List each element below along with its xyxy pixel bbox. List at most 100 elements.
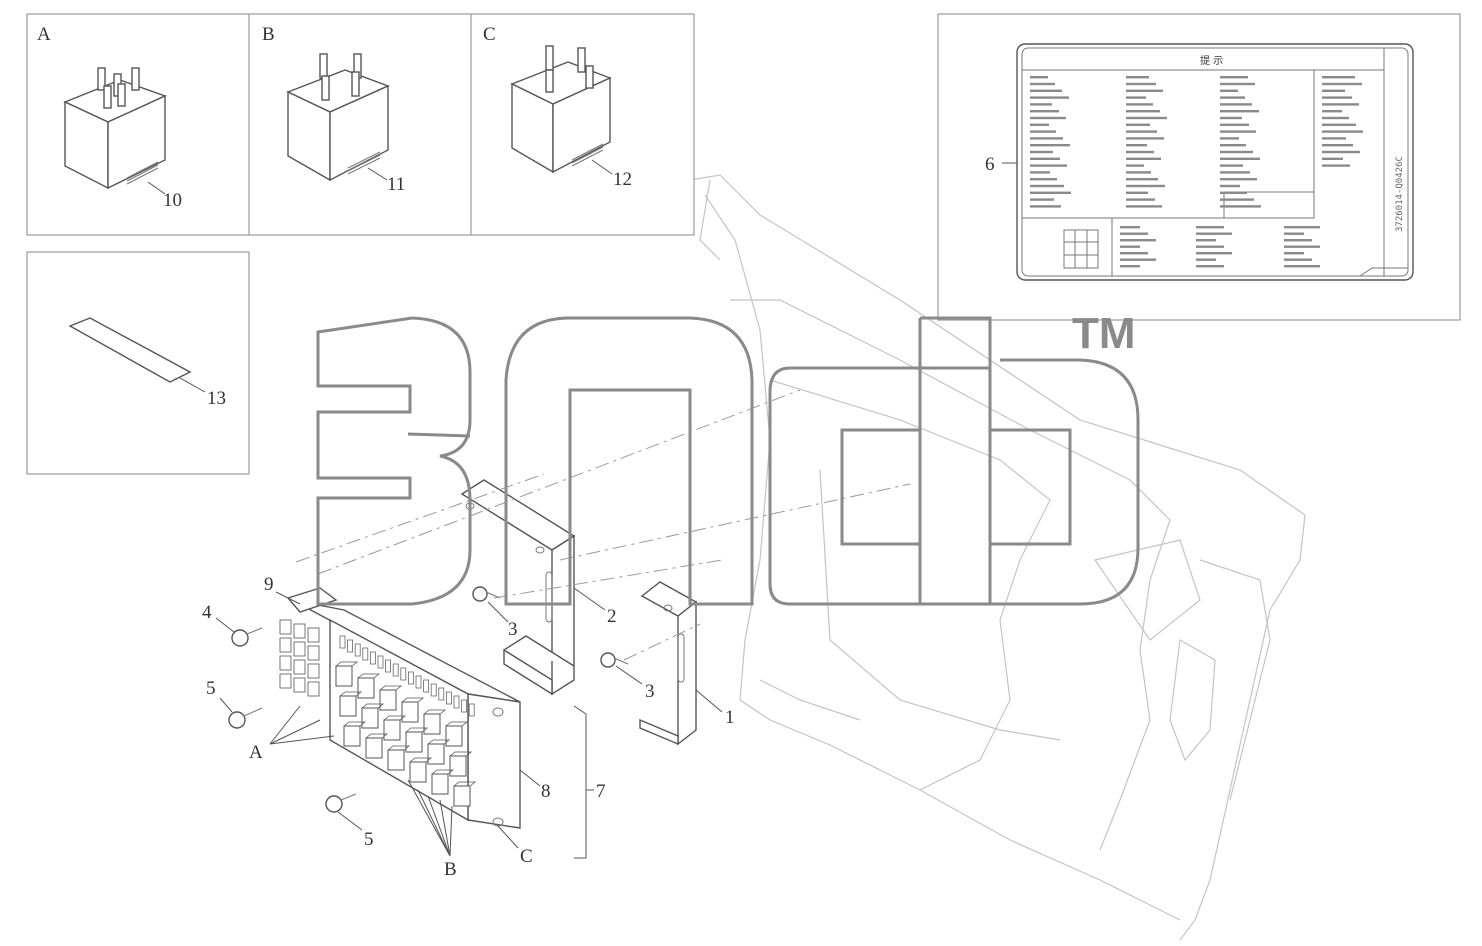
callout-letter-a: A [249,742,263,763]
relay-module [449,751,473,777]
fuse [362,647,369,661]
leader-3-upper [487,601,509,623]
label-card-row-mark [1220,171,1250,174]
fuse [468,703,475,717]
label-card-row-mark [1284,245,1320,248]
relay-socket [307,627,320,643]
relay-socket [279,673,292,689]
label-card-row-mark [1322,76,1355,79]
label-card-row-mark [1030,137,1063,140]
label-card-row-mark [1030,171,1050,174]
label-card-row-mark [1284,226,1320,229]
relay-a [63,67,167,190]
label-card-row-mark [1322,82,1362,86]
label-card-row-mark [1030,198,1054,201]
label-card-row-mark [1126,116,1167,120]
relay-socket [293,641,306,657]
label-card-row-mark [1030,191,1071,194]
fuse [407,671,414,685]
fuse [339,635,346,649]
relay-module [357,673,381,699]
label-card-row-mark [1220,123,1249,126]
fuse-grid [339,635,475,717]
leader-13 [179,377,206,393]
relay-module [423,709,447,735]
label-card-row-mark [1030,96,1069,99]
callout-3-upper: 3 [508,619,518,640]
relay-module [361,703,385,729]
label-card-row-mark [1284,239,1312,242]
label-card-row-mark [1220,191,1247,194]
relay-module [401,697,425,723]
relay-socket [279,637,292,653]
label-card-row-mark [1126,123,1150,126]
screw-4 [231,627,263,647]
label-card-row-mark [1284,265,1320,268]
label-card-row-mark [1120,245,1140,248]
label-card-row-mark [1030,144,1070,147]
label-card-row-mark [1126,103,1153,106]
label-card-code: 3726014-Q0426C [1395,156,1405,232]
label-card-row-mark [1196,245,1224,248]
relay-module [379,685,403,711]
callout-letter-b: B [444,859,457,880]
label-card-row-mark [1220,178,1257,181]
relay-c [510,45,612,174]
callout-10: 10 [163,190,182,211]
fuse [430,683,437,697]
callout-5-upper: 5 [206,678,216,699]
label-card-row-mark [1322,130,1363,133]
relay-module [427,739,451,765]
label-card-row-mark [1126,150,1154,154]
callout-2: 2 [607,606,617,627]
callout-9: 9 [264,574,274,595]
label-card-row-mark [1030,110,1059,113]
callout-5-lower: 5 [364,829,374,850]
relay-module [453,781,477,807]
label-card-row-mark [1322,96,1352,99]
relay-module [339,691,363,717]
label-card-row-mark [1126,130,1157,133]
label-card-row-mark [1126,164,1144,167]
label-card-row-mark [1220,157,1260,160]
label-card-row-mark [1030,157,1060,160]
label-card-row-mark [1030,82,1055,86]
watermark-tm: TM [1072,309,1136,358]
leader-2 [573,587,606,611]
label-card-row-mark [1126,96,1146,99]
leader-11 [367,167,388,181]
label-card-row-mark [1126,191,1148,194]
label-card-row-mark [1030,184,1064,188]
bracket-2 [460,479,576,696]
label-card-rows [1030,76,1363,268]
label-card-row-mark [1126,82,1156,86]
label-card-row-mark [1322,110,1342,113]
callout-8: 8 [541,781,551,802]
label-card-title: 提 示 [1200,55,1223,67]
label-card-row-mark [1030,130,1056,133]
label-card-row-mark [1126,178,1158,181]
callout-3-lower: 3 [645,681,655,702]
fuse [445,691,452,705]
label-strip [68,317,192,383]
label-card-row-mark [1030,150,1053,154]
screw-5-lower [325,793,357,813]
label-card-row-mark [1196,258,1216,261]
fuse [369,651,376,665]
leader-c [497,825,519,849]
callout-6: 6 [985,154,995,175]
panel-b-label: B [262,24,275,45]
leader-9 [275,591,301,605]
fuse [354,643,361,657]
callout-letter-c: C [520,846,533,867]
bracket-7 [573,705,587,859]
label-card-row-mark [1126,184,1165,188]
relay-socket [279,655,292,671]
label-card-row-mark [1126,137,1164,140]
label-card-row-mark [1120,226,1140,229]
label-card-row-mark [1126,76,1149,79]
label-card-row-mark [1284,232,1304,235]
screw-3-upper [472,586,501,602]
label-card-row-mark [1220,89,1238,92]
relay-grid [279,619,477,807]
